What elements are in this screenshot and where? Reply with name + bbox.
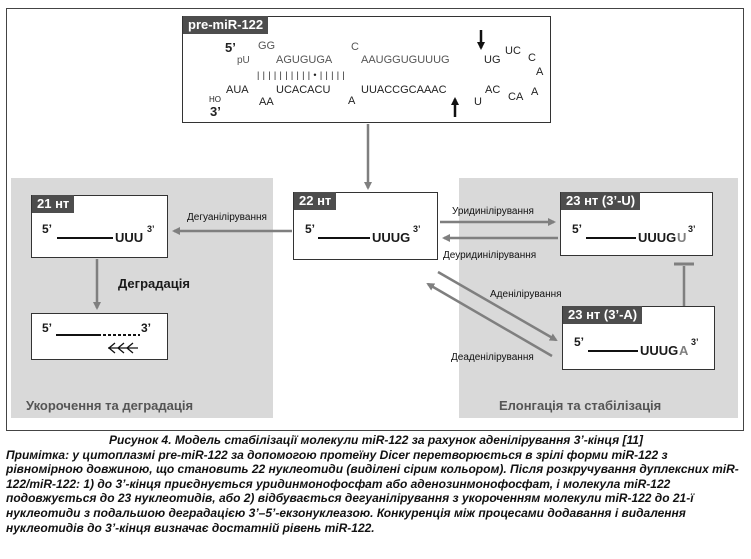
figure-frame [6,8,744,431]
premir-loop-a1: A [536,66,544,78]
left-five: 5’ [42,222,53,236]
deg-five: 5’ [42,321,53,335]
premir-bot-u: U [474,96,482,108]
adenylation-label: Аденілірування [490,289,562,300]
degradation-box [31,313,168,360]
shortening-panel-title: Укорочення та деградація [26,398,194,413]
premir-tag: pre-miR-122 [183,16,269,34]
uridylation-label: Уридинілірування [452,206,534,217]
caption-title: Рисунок 4. Модель стабілізації молекули … [109,433,643,447]
arrow-adenylation [437,270,558,342]
left-tag: 21 нт [32,195,75,213]
premir-ho: HO [209,95,221,104]
deg-three: 3’ [141,321,152,335]
uridylated-three: 3’ [688,224,696,234]
arrow-deadenylation [426,282,553,358]
premir-pu: pU [237,55,250,66]
premir-three-prime: 3’ [210,104,221,119]
uridylated-tag: 23 нт (3’-U) [561,192,641,210]
premir-top-seq1: AGUGUGA [276,54,333,66]
uridylated-five: 5’ [572,222,583,236]
premir-bot-aa: AA [259,96,274,108]
exonuclease-arrows [107,342,138,354]
adenylated-three: 3’ [691,337,699,347]
premir-pairing: | | | | | | | | | | • | | | | | [257,70,346,80]
uridylated-added: U [677,230,687,245]
premir-top-gg: GG [258,40,276,52]
premir-bot-aua: AUA [226,84,249,96]
degradation-label: Деградація [118,276,190,291]
center-seq: UUUG [372,230,411,245]
premir-loop-a2: A [531,86,539,98]
premir-five-prime: 5’ [225,40,236,55]
adenylated-tag: 23 нт (3’-A) [563,306,643,324]
left-three: 3’ [147,224,155,234]
premir-top-seq2: AAUGGUGUUUG [361,54,450,66]
adenylated-strand [588,350,638,352]
uridylated-strand [586,237,636,239]
center-tag: 22 нт [294,192,337,210]
figure-caption: Рисунок 4. Модель стабілізації молекули … [6,433,746,535]
premir-bot-ca: CA [508,91,524,103]
premir-top-c: C [351,41,359,53]
left-strand [57,237,113,239]
premir-bot-seq1: UCACACU [276,84,331,96]
premir-bot-seq2: UUACCGCAAAC [361,84,447,96]
center-five: 5’ [305,222,316,236]
deadenylation-label: Деаденілірування [451,352,534,363]
adenylated-five: 5’ [574,335,585,349]
left-seq: UUU [115,230,144,245]
center-three: 3’ [413,224,421,234]
premir-box [182,16,551,123]
premir-top-uc: UC [505,45,521,57]
adenylated-seq: UUUG [640,343,679,358]
uridylated-seq: UUUG [638,230,677,245]
premir-top-ug: UG [484,54,501,66]
premir-bot-a: A [348,95,356,107]
adenylated-added: A [679,343,689,358]
deguanylation-label: Дегуанілірування [187,212,267,223]
center-strand [318,237,370,239]
elongation-panel-title: Елонгація та стабілізація [499,398,662,413]
caption-body: Примітка: у цитоплазмі pre-miR-122 за до… [6,447,739,535]
premir-top-c2: C [528,52,536,64]
deuridylation-label: Деуридинілірування [443,250,537,261]
premir-bot-ac: AC [485,84,501,96]
